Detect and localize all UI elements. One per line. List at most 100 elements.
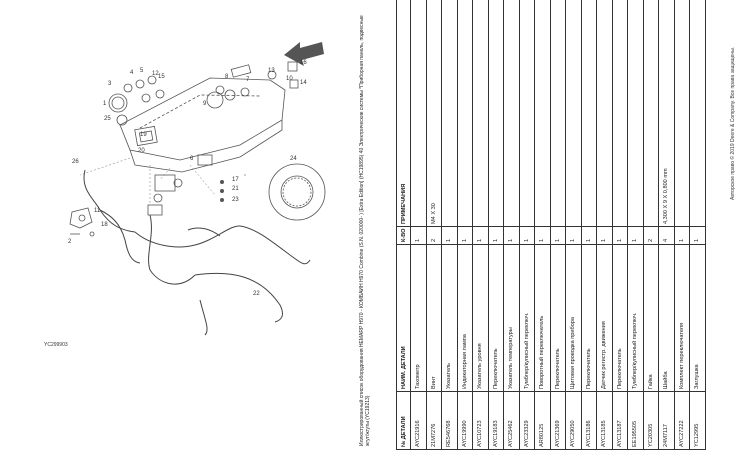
cell-qty: 1 (503, 226, 519, 245)
cell-qty: 1 (581, 226, 597, 245)
callout-12: 12 (152, 71, 159, 77)
parts-table: № ДЕТАЛИ НАИМ. ДЕТАЛИ К-ВО ПРИМЕЧАНИЯ AY… (396, 0, 706, 450)
cell-part-no: 21M7276 (426, 391, 442, 450)
callout-6: 6 (190, 156, 194, 162)
parts-list-rotated: Иллюстрированный список оборудования HEM… (358, 0, 750, 450)
callout-7: 7 (246, 77, 250, 83)
cell-remarks (472, 0, 488, 227)
cell-remarks (612, 0, 628, 227)
cell-part-no: AYC27222 (674, 391, 690, 450)
callout-labels: 1 2 3 4 5 6 7 8 9 10 11 12 13 14 15 16 1… (44, 60, 307, 348)
copyright-footer: Авторское право © 2019 Deere & Company. … (730, 46, 736, 200)
cell-qty: 1 (596, 226, 612, 245)
callout-13: 13 (268, 68, 275, 74)
callout-15: 15 (158, 74, 165, 80)
cell-remarks (410, 0, 426, 227)
col-header-qty: К-ВО (396, 226, 411, 245)
cell-remarks (441, 0, 457, 227)
cell-qty: 2 (643, 226, 659, 245)
col-header-name: НАИМ. ДЕТАЛИ (396, 244, 411, 392)
callout-16: 16 (300, 60, 307, 66)
cell-part-no: AYC13186 (581, 391, 597, 450)
front-direction-arrow (284, 42, 324, 66)
cell-part-no: AYC10723 (472, 391, 488, 450)
cell-part-no: AYC21916 (410, 391, 426, 450)
cell-remarks (565, 0, 581, 227)
document-header: Иллюстрированный список оборудования HEM… (359, 6, 377, 446)
header-line-2: жгут/жгуты (YC19213) (365, 395, 371, 446)
cell-remarks (643, 0, 659, 227)
cell-name: Переключатель (581, 244, 597, 392)
col-header-part-no: № ДЕТАЛИ (396, 391, 411, 450)
cell-qty: 1 (612, 226, 628, 245)
cell-qty: 1 (519, 226, 535, 245)
cell-name: Щитовая проводка прибора (565, 244, 581, 392)
cell-part-no: AR80125 (534, 391, 550, 450)
cell-part-no: AYC19183 (488, 391, 504, 450)
cell-remarks (503, 0, 519, 227)
cell-remarks: 4,300 X 9 X 0,800 mm (658, 0, 674, 227)
cell-qty: 1 (457, 226, 473, 245)
cell-remarks (627, 0, 643, 227)
cell-qty: 1 (565, 226, 581, 245)
cell-part-no: AYC25462 (503, 391, 519, 450)
cell-qty: 1 (472, 226, 488, 245)
exploded-parts-diagram: 1 2 3 4 5 6 7 8 9 10 11 12 13 14 15 16 1… (44, 42, 326, 348)
cell-name: Шайба (658, 244, 674, 392)
cell-part-no: AYC21369 (550, 391, 566, 450)
leader-lines (79, 157, 216, 205)
cell-name: Гайка (643, 244, 659, 392)
figure-id: YC299903 (44, 342, 68, 348)
callout-11: 11 (94, 208, 101, 214)
cell-remarks (596, 0, 612, 227)
cell-name: Указатель (441, 244, 457, 392)
cell-part-no: EE195505 (627, 391, 643, 450)
cell-name: Винт (426, 244, 442, 392)
cell-name: Тумблер/кулисный переключ. (519, 244, 535, 392)
cell-name: Переключатель (550, 244, 566, 392)
cell-qty: 1 (488, 226, 504, 245)
callout-24: 24 (290, 156, 297, 162)
cell-name: Переключатель (488, 244, 504, 392)
cell-name: Индикаторная лампа (457, 244, 473, 392)
switch-group (215, 61, 299, 95)
cell-remarks (581, 0, 597, 227)
callout-1: 1 (103, 101, 107, 107)
cell-qty: 1 (410, 226, 426, 245)
cell-part-no: AYC19990 (457, 391, 473, 450)
cell-qty: 2 (426, 226, 442, 245)
callout-4: 4 (130, 70, 134, 76)
cell-remarks (674, 0, 690, 227)
cell-qty: 1 (534, 226, 550, 245)
cell-remarks (534, 0, 550, 227)
cell-qty: 4 (658, 226, 674, 245)
gauge-cluster (108, 75, 165, 126)
cell-qty: 1 (674, 226, 690, 245)
callout-25: 25 (104, 116, 111, 122)
callout-14: 14 (300, 80, 307, 86)
cell-part-no: AYC13187 (612, 391, 628, 450)
cell-qty: 1 (627, 226, 643, 245)
cell-remarks (689, 0, 705, 227)
cell-part-no: YC12995 (689, 391, 705, 450)
cell-part-no: AYC23329 (519, 391, 535, 450)
callout-18: 18 (101, 222, 108, 228)
parts-list-sheet: Иллюстрированный список оборудования HEM… (358, 0, 750, 450)
callout-5: 5 (140, 68, 144, 74)
cell-name: Поворотный переключатель (534, 244, 550, 392)
